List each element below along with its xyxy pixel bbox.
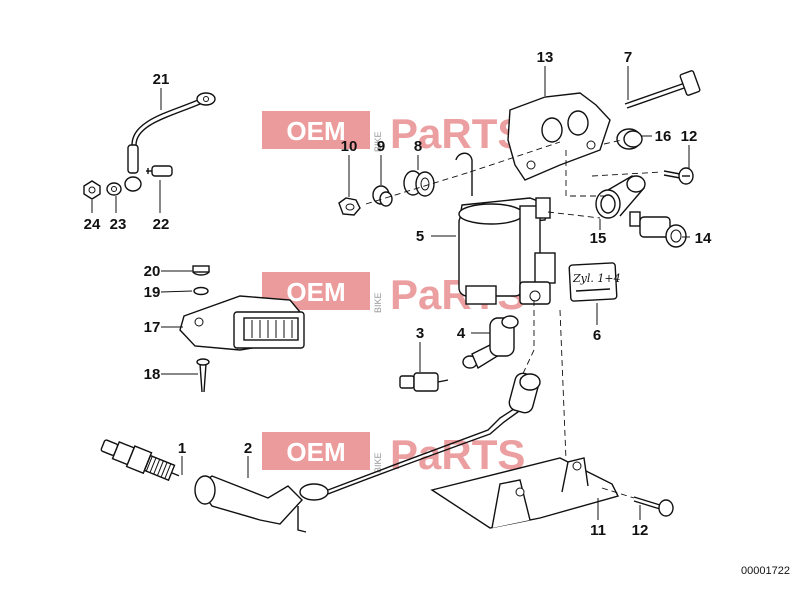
ground-cable-part (124, 92, 216, 192)
watermark-bike-text: BIKE (373, 292, 383, 313)
ignition-coil-5-part (455, 152, 556, 305)
callout-11: 11 (590, 522, 606, 539)
callout-21: 21 (153, 71, 170, 88)
watermark-top: OEM BIKE PaRTS (262, 110, 525, 157)
holder-15-part (595, 175, 646, 219)
drawing-code: 00001722 (741, 565, 790, 577)
callouts: 21 24 23 22 10 9 8 13 7 16 12 15 14 5 20… (84, 49, 712, 539)
callout-17: 17 (144, 319, 161, 336)
screw-12-upper-part (663, 167, 694, 185)
callout-22: 22 (153, 216, 170, 233)
callout-3: 3 (416, 325, 424, 342)
callout-13: 13 (537, 49, 554, 66)
callout-5: 5 (416, 228, 424, 245)
callout-4: 4 (457, 325, 466, 342)
screw-12-lower-part (633, 496, 674, 517)
callout-6: 6 (593, 327, 601, 344)
cap-16-part (616, 128, 643, 150)
watermark-bike-text: BIKE (373, 452, 383, 473)
callout-7: 7 (624, 49, 632, 66)
watermark-bike-text: BIKE (373, 131, 383, 152)
callout-18: 18 (144, 366, 161, 383)
callout-20: 20 (144, 263, 161, 280)
bolt-7-part (624, 70, 701, 109)
nut-10-part (338, 197, 361, 216)
assembly-lines (365, 139, 663, 499)
callout-2: 2 (244, 440, 252, 457)
callout-16: 16 (655, 128, 672, 145)
ht-lead-part (327, 372, 541, 495)
nut-20-part (192, 265, 210, 276)
callout-19: 19 (144, 284, 161, 301)
watermark-oem-text: OEM (286, 437, 345, 467)
watermark-parts-text: PaRTS (390, 431, 525, 478)
leader-lines (91, 66, 690, 520)
watermark-oem-text: OEM (286, 277, 345, 307)
plug-4-part (462, 315, 519, 370)
washer-19-part (193, 286, 209, 296)
callout-8: 8 (414, 138, 422, 155)
bush-9-part (372, 185, 393, 207)
callout-15: 15 (590, 230, 607, 247)
nut-washer-part (83, 180, 122, 200)
callout-12-upper: 12 (681, 128, 698, 145)
mounting-plate-11-part (430, 457, 620, 529)
callout-9: 9 (377, 138, 385, 155)
socket-14-part (629, 211, 687, 248)
callout-12-lower: 12 (632, 522, 649, 539)
screw-22-part (146, 165, 173, 177)
callout-1: 1 (178, 440, 186, 457)
control-unit-17-part (179, 295, 305, 351)
callout-10: 10 (341, 138, 358, 155)
bracket-13-part (507, 92, 611, 181)
watermark-oem-text: OEM (286, 116, 345, 146)
screw-18-part (196, 358, 210, 393)
grommet-8-part (403, 170, 435, 197)
watermark-parts-text: PaRTS (390, 110, 525, 157)
label-6-part: Zyl. 1+4 (568, 262, 621, 302)
connector-3-part (399, 372, 449, 392)
label-text: Zyl. 1+4 (572, 272, 621, 285)
plug-boot-2-part (194, 475, 329, 533)
watermark-bottom: OEM BIKE PaRTS (262, 431, 525, 478)
spark-plug-1-part (100, 439, 180, 482)
callout-24: 24 (84, 216, 101, 233)
callout-23: 23 (110, 216, 127, 233)
callout-14: 14 (695, 230, 712, 247)
